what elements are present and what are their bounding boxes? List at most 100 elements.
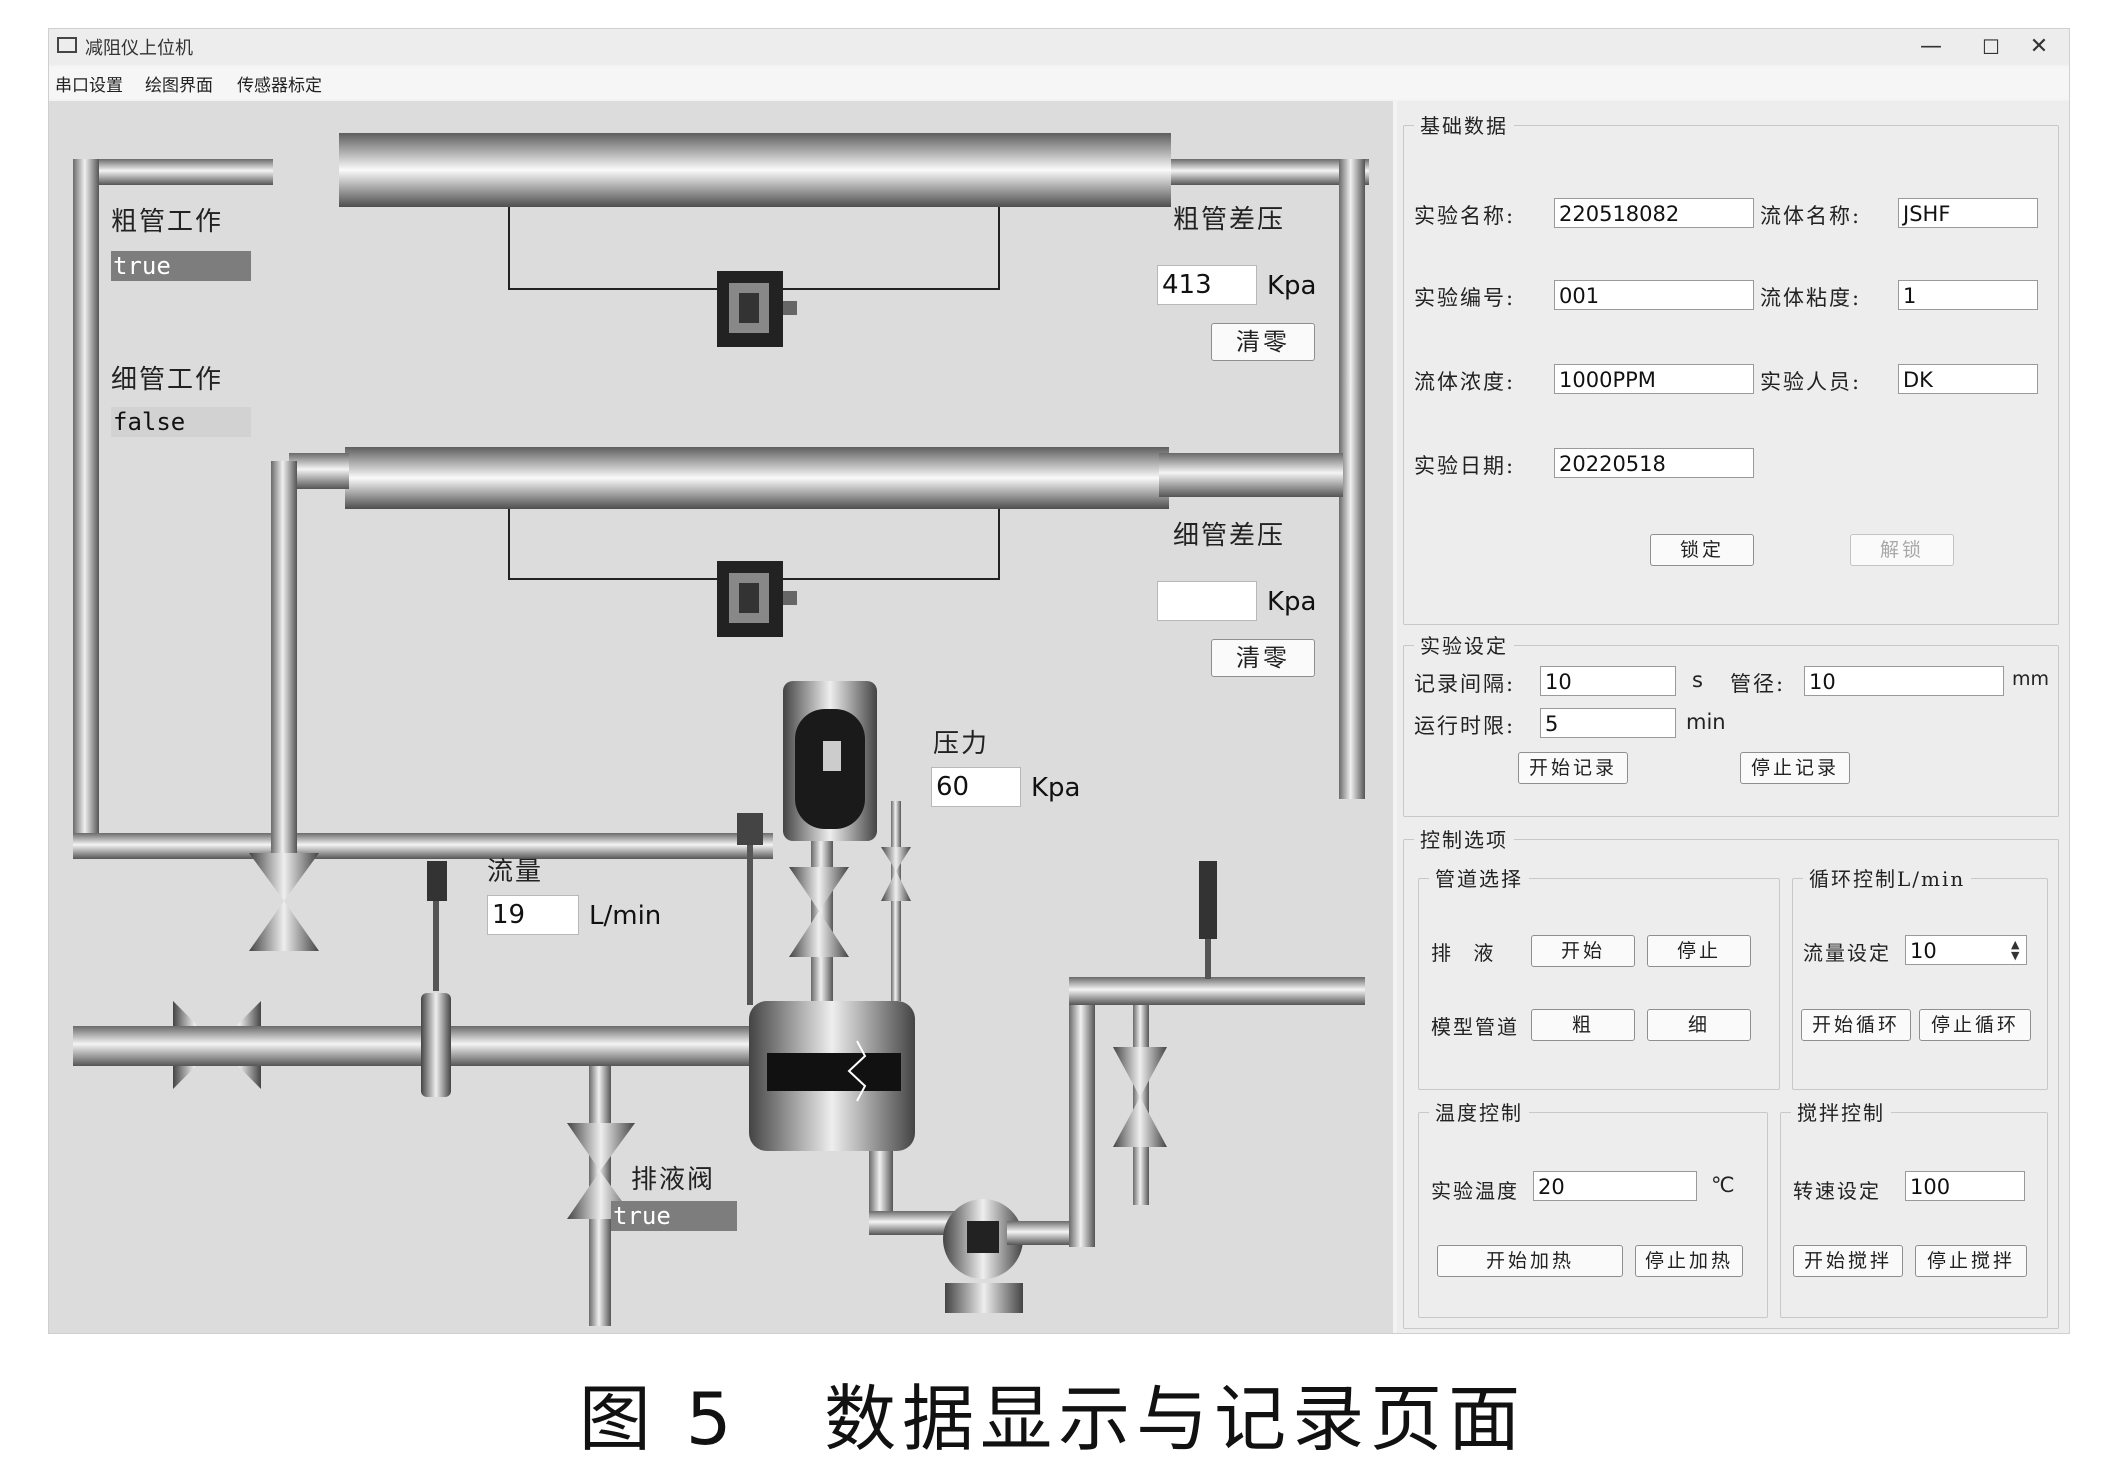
interval-unit: s [1692, 668, 1703, 692]
basic-data-title: 基础数据 [1414, 110, 1514, 139]
coarse-dp-unit: Kpa [1267, 271, 1317, 301]
loop-control-group: 循环控制L/min 流量设定 10 ▲▼ 开始循环 停止循环 [1792, 863, 2048, 1090]
outer-loop-pipe [73, 159, 1369, 859]
coarse-dp-field[interactable]: 413 [1157, 265, 1257, 305]
speed-label: 转速设定 [1793, 1179, 1881, 1203]
coarse-work-status: true [111, 251, 251, 281]
fine-dp-sensor [717, 561, 797, 637]
maximize-button[interactable]: ☐ [1982, 35, 2000, 59]
menu-plot-view[interactable]: 绘图界面 [145, 76, 213, 96]
menu-sensor-calibration[interactable]: 传感器标定 [237, 76, 322, 96]
viscosity-label: 流体粘度: [1760, 286, 1862, 310]
control-panel: 基础数据 实验名称: 220518082 流体名称: JSHF 实验编号: 00… [1397, 101, 2069, 1333]
viscosity-field[interactable]: 1 [1898, 280, 2038, 310]
date-label: 实验日期: [1414, 454, 1516, 478]
flow-label: 流量 [487, 857, 544, 887]
operator-field[interactable]: DK [1898, 364, 2038, 394]
fine-zero-button[interactable]: 清零 [1211, 639, 1315, 677]
pressure-sensor [737, 813, 763, 1005]
interval-label: 记录间隔: [1414, 672, 1516, 696]
limit-unit: min [1686, 710, 1726, 734]
control-group: 控制选项 管道选择 排 液 开始 停止 模型管道 粗 细 循环控制L/min 流… [1403, 824, 2059, 1329]
side-valve [881, 847, 911, 901]
pressure-unit: Kpa [1031, 773, 1081, 803]
fine-dp-field[interactable] [1157, 581, 1257, 621]
drain-valve-label: 排液阀 [631, 1165, 716, 1195]
drain-valve-status: true [611, 1201, 737, 1231]
start-record-button[interactable]: 开始记录 [1518, 752, 1628, 784]
pressure-field[interactable]: 60 [931, 767, 1021, 807]
settings-group: 实验设定 记录间隔: 10 s 管径: 10 mm 运行时限: 5 min 开始… [1403, 630, 2059, 817]
pressure-label: 压力 [933, 729, 990, 759]
concentration-field[interactable]: 1000PPM [1554, 364, 1754, 394]
diameter-field[interactable]: 10 [1804, 666, 2004, 696]
fluid-name-field[interactable]: JSHF [1898, 198, 2038, 228]
interval-field[interactable]: 10 [1540, 666, 1676, 696]
fine-pipe-button[interactable]: 细 [1647, 1009, 1751, 1041]
close-button[interactable]: ✕ [2029, 34, 2049, 59]
return-valve [1113, 1047, 1167, 1147]
spinner-arrows-icon[interactable]: ▲▼ [2011, 938, 2020, 962]
model-pipe-label: 模型管道 [1431, 1015, 1519, 1039]
temp-control-group: 温度控制 实验温度 20 ℃ 开始加热 停止加热 [1418, 1097, 1768, 1318]
coarse-dp-label: 粗管差压 [1173, 205, 1286, 235]
minimize-button[interactable]: — [1920, 34, 1942, 59]
control-title: 控制选项 [1414, 824, 1514, 853]
exp-name-label: 实验名称: [1414, 204, 1516, 228]
app-icon [57, 37, 77, 53]
menu-serial-settings[interactable]: 串口设置 [55, 76, 123, 96]
fine-work-status: false [111, 407, 251, 437]
coarse-pipe [339, 133, 1171, 207]
title-bar: 减阻仪上位机 — ☐ ✕ [49, 29, 2069, 65]
stirring-tank [783, 681, 877, 841]
window-title: 减阻仪上位机 [85, 38, 193, 59]
flow-set-label: 流量设定 [1803, 941, 1891, 965]
flow-field[interactable]: 19 [487, 895, 579, 935]
speed-field[interactable]: 100 [1905, 1171, 2025, 1201]
fluid-name-label: 流体名称: [1760, 204, 1862, 228]
temp-field[interactable]: 20 [1533, 1171, 1697, 1201]
app-window: 减阻仪上位机 — ☐ ✕ 串口设置 绘图界面 传感器标定 [48, 28, 2070, 1334]
figure-caption: 图 5 数据显示与记录页面 [578, 1377, 1527, 1461]
fine-dp-label: 细管差压 [1173, 521, 1286, 551]
menu-bar: 串口设置 绘图界面 传感器标定 [49, 67, 2069, 99]
temp-control-title: 温度控制 [1429, 1097, 1529, 1126]
pipe-select-title: 管道选择 [1429, 863, 1529, 892]
unlock-button[interactable]: 解锁 [1850, 534, 1954, 566]
stop-record-button[interactable]: 停止记录 [1740, 752, 1850, 784]
limit-label: 运行时限: [1414, 714, 1516, 738]
stir-control-group: 搅拌控制 转速设定 100 开始搅拌 停止搅拌 [1780, 1097, 2048, 1318]
exp-no-label: 实验编号: [1414, 286, 1516, 310]
loop-control-title: 循环控制L/min [1803, 863, 1972, 892]
limit-field[interactable]: 5 [1540, 708, 1676, 738]
coarse-zero-button[interactable]: 清零 [1211, 323, 1315, 361]
stop-heat-button[interactable]: 停止加热 [1635, 1245, 1743, 1277]
stop-stir-button[interactable]: 停止搅拌 [1915, 1245, 2027, 1277]
drain-start-button[interactable]: 开始 [1531, 935, 1635, 967]
fine-leg-valve [249, 853, 319, 951]
exp-no-field[interactable]: 001 [1554, 280, 1754, 310]
coarse-dp-sensor [717, 271, 797, 347]
temperature-sensor [1199, 861, 1217, 979]
stop-loop-button[interactable]: 停止循环 [1919, 1009, 2031, 1041]
exp-name-field[interactable]: 220518082 [1554, 198, 1754, 228]
circulation-pump [943, 1199, 1023, 1313]
coarse-pipe-button[interactable]: 粗 [1531, 1009, 1635, 1041]
drain-stop-button[interactable]: 停止 [1647, 935, 1751, 967]
start-heat-button[interactable]: 开始加热 [1437, 1245, 1623, 1277]
fine-dp-unit: Kpa [1267, 587, 1317, 617]
pipeline-diagram [73, 133, 1369, 1326]
lock-button[interactable]: 锁定 [1650, 534, 1754, 566]
settings-title: 实验设定 [1414, 630, 1514, 659]
start-stir-button[interactable]: 开始搅拌 [1793, 1245, 1903, 1277]
drain-label: 排 液 [1431, 941, 1502, 965]
flow-unit: L/min [589, 901, 662, 931]
stir-control-title: 搅拌控制 [1791, 1097, 1891, 1126]
coarse-work-label: 粗管工作 [111, 207, 224, 237]
fine-pipe [345, 447, 1169, 509]
date-field[interactable]: 20220518 [1554, 448, 1754, 478]
pipe-select-group: 管道选择 排 液 开始 停止 模型管道 粗 细 [1418, 863, 1780, 1090]
flow-set-field[interactable]: 10 [1905, 935, 2027, 965]
start-loop-button[interactable]: 开始循环 [1801, 1009, 1911, 1041]
temp-label: 实验温度 [1431, 1179, 1519, 1203]
